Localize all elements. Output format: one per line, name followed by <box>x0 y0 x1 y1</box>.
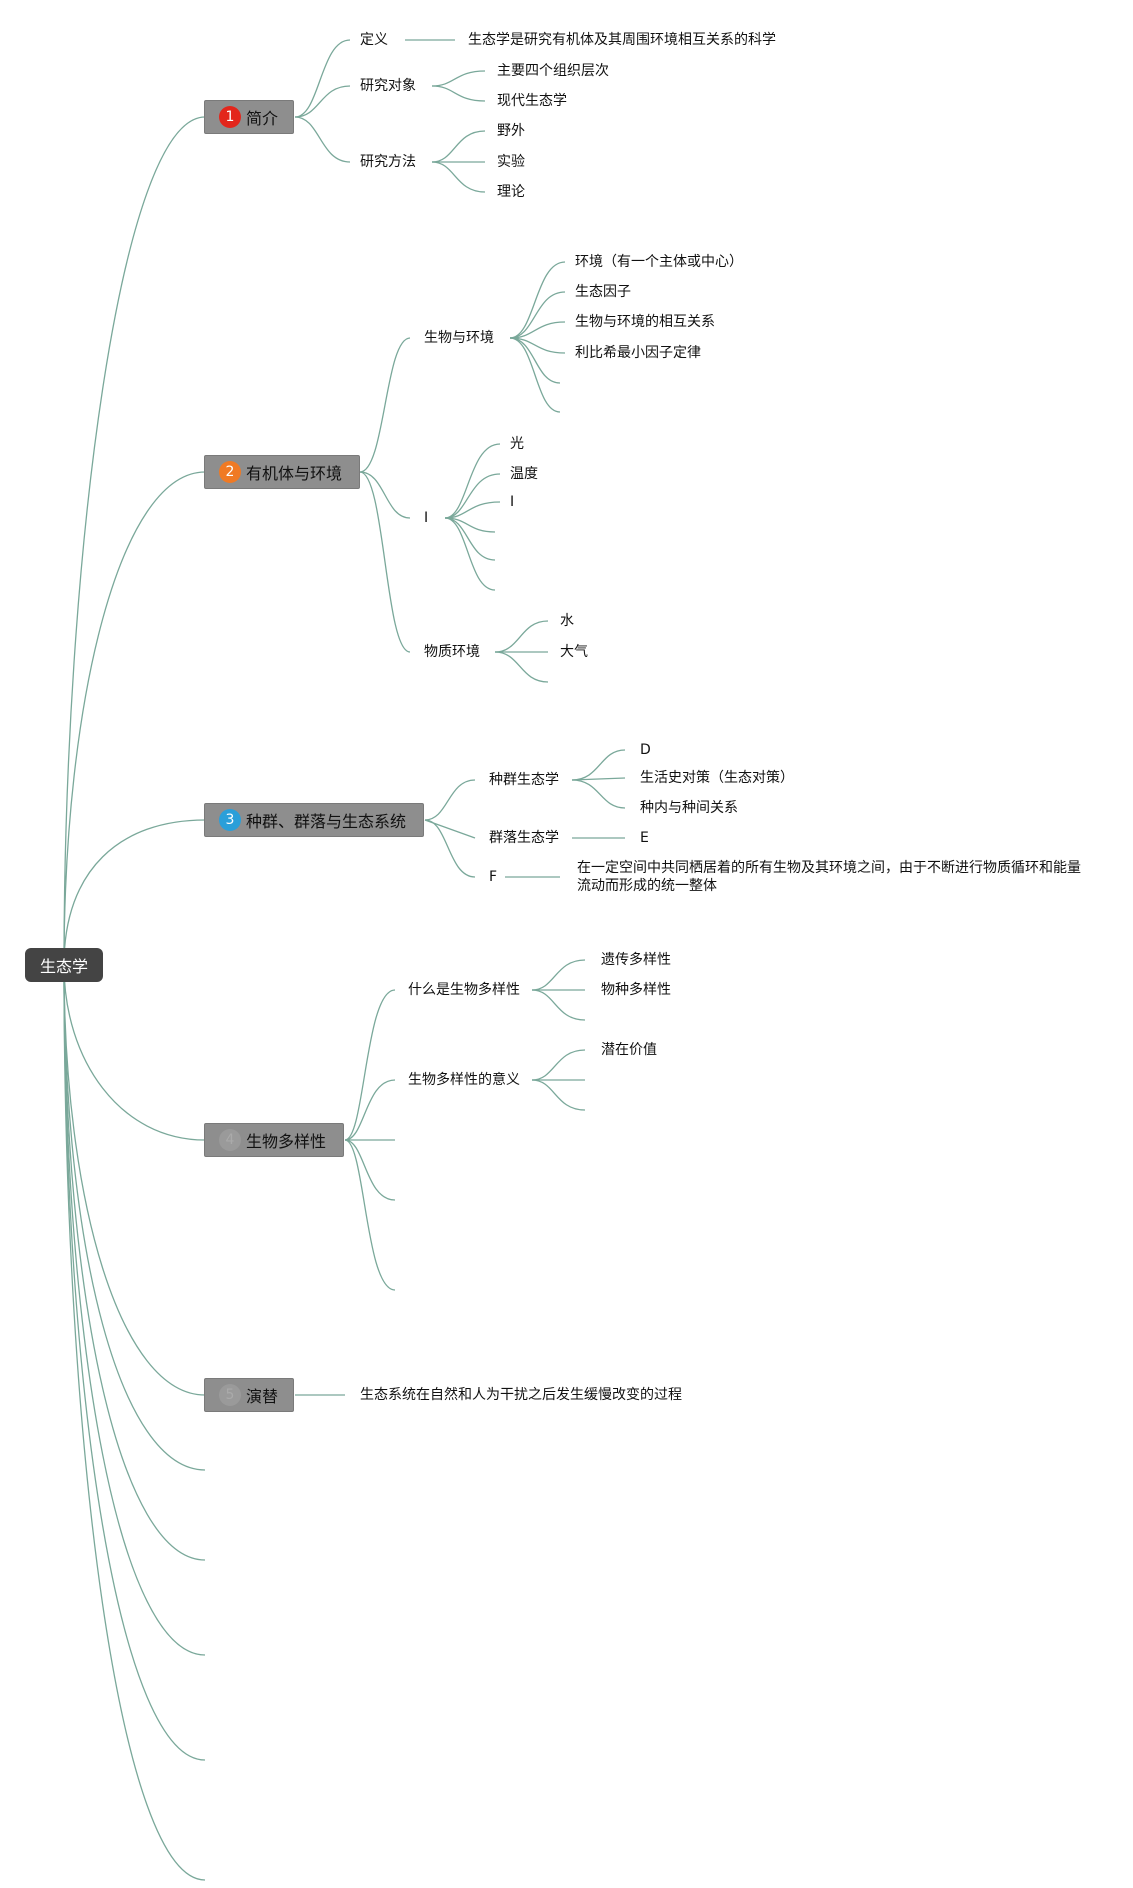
topic-succession[interactable]: 5 演替 <box>204 1378 294 1412</box>
connector <box>509 321 566 339</box>
connector <box>531 989 586 1021</box>
connector <box>531 1079 586 1111</box>
node-definition[interactable]: 定义 <box>360 32 388 48</box>
connector <box>571 779 626 809</box>
connector <box>431 70 486 87</box>
connector <box>63 964 206 1561</box>
node-object-item[interactable]: 现代生态学 <box>497 93 567 109</box>
topic-label: 演替 <box>246 1387 279 1406</box>
connector <box>444 517 496 591</box>
connector <box>494 651 549 683</box>
node-definition-text[interactable]: 生态学是研究有机体及其周围环境相互关系的科学 <box>468 32 776 48</box>
connector <box>294 116 351 163</box>
connector <box>571 749 626 781</box>
topic-organism-environment[interactable]: 2 有机体与环境 <box>204 455 360 489</box>
connector <box>359 337 411 473</box>
connector <box>444 473 501 519</box>
topic-biodiversity[interactable]: 4 生物多样性 <box>204 1123 344 1157</box>
topic-label: 简介 <box>246 109 279 128</box>
node-roman-item[interactable]: I <box>510 494 515 510</box>
node-what-biodiversity[interactable]: 什么是生物多样性 <box>408 982 520 998</box>
topic-population-community[interactable]: 3 种群、群落与生态系统 <box>204 803 424 837</box>
node-research-object[interactable]: 研究对象 <box>360 78 416 94</box>
connector <box>359 471 411 653</box>
connector <box>571 777 626 781</box>
connector <box>63 964 206 1141</box>
node-method-item[interactable]: 野外 <box>497 123 525 139</box>
node-roman-item[interactable]: 温度 <box>510 466 538 482</box>
node-material-item[interactable]: 水 <box>560 613 574 629</box>
root-label: 生态学 <box>39 957 88 976</box>
node-method-item[interactable]: 实验 <box>497 154 525 170</box>
node-pop-item[interactable]: 生活史对策（生态对策） <box>640 770 794 786</box>
connector <box>444 443 501 519</box>
connector <box>431 85 486 102</box>
topic-label: 有机体与环境 <box>246 464 343 483</box>
connector <box>359 471 411 519</box>
connector <box>63 471 206 966</box>
connector <box>509 337 561 384</box>
node-roman-item[interactable]: 光 <box>510 436 524 452</box>
connector <box>294 39 351 118</box>
connector <box>531 1049 586 1081</box>
connector <box>424 779 476 821</box>
topic-label: 生物多样性 <box>246 1132 327 1151</box>
node-what-item[interactable]: 遗传多样性 <box>601 952 671 968</box>
connector <box>531 959 586 991</box>
connector <box>509 261 566 339</box>
node-f[interactable]: F <box>489 869 498 885</box>
number-badge-icon: 4 <box>219 1129 241 1151</box>
node-succession-text[interactable]: 生态系统在自然和人为干扰之后发生缓慢改变的过程 <box>360 1387 682 1403</box>
connector <box>431 161 486 193</box>
connector <box>344 1139 396 1291</box>
connector <box>63 964 206 1761</box>
connector <box>444 501 501 519</box>
connector <box>294 85 351 118</box>
node-bio-env-item[interactable]: 利比希最小因子定律 <box>575 345 701 361</box>
node-research-method[interactable]: 研究方法 <box>360 154 416 170</box>
topic-label: 种群、群落与生态系统 <box>246 812 407 831</box>
node-what-item[interactable]: 物种多样性 <box>601 982 671 998</box>
node-meaning-item[interactable]: 潜在价值 <box>601 1042 657 1058</box>
connector <box>444 517 496 561</box>
node-population-ecology[interactable]: 种群生态学 <box>489 772 559 788</box>
connector <box>63 964 206 1471</box>
number-badge-icon: 3 <box>219 809 241 831</box>
connector <box>431 130 486 163</box>
connector <box>344 1079 396 1141</box>
root-node[interactable]: 生态学 <box>25 948 103 982</box>
node-material-environment[interactable]: 物质环境 <box>424 644 480 660</box>
connector <box>63 819 206 966</box>
node-bio-env-item[interactable]: 生态因子 <box>575 284 631 300</box>
connector <box>344 1139 396 1201</box>
connector <box>509 291 566 339</box>
connector <box>63 964 206 1881</box>
node-pop-item[interactable]: 种内与种间关系 <box>640 800 738 816</box>
connector <box>63 964 206 1656</box>
connector <box>63 116 206 966</box>
node-roman-i[interactable]: I <box>424 510 429 526</box>
connector <box>494 620 549 653</box>
node-object-item[interactable]: 主要四个组织层次 <box>497 63 609 79</box>
node-community-ecology[interactable]: 群落生态学 <box>489 830 559 846</box>
number-badge-icon: 5 <box>219 1384 241 1406</box>
connector <box>424 819 476 878</box>
connector <box>344 989 396 1141</box>
number-badge-icon: 1 <box>219 106 241 128</box>
node-material-item[interactable]: 大气 <box>560 644 588 660</box>
node-meaning-biodiversity[interactable]: 生物多样性的意义 <box>408 1072 520 1088</box>
connector <box>63 964 206 1396</box>
node-pop-item[interactable]: D <box>640 742 651 758</box>
topic-intro[interactable]: 1 简介 <box>204 100 294 134</box>
node-comm-item[interactable]: E <box>640 830 649 846</box>
node-bio-env-item[interactable]: 环境（有一个主体或中心） <box>575 254 743 270</box>
node-bio-env-item[interactable]: 生物与环境的相互关系 <box>575 314 715 330</box>
connector <box>509 337 561 413</box>
node-method-item[interactable]: 理论 <box>497 184 525 200</box>
number-badge-icon: 2 <box>219 461 241 483</box>
node-f-text[interactable]: 在一定空间中共同栖居着的所有生物及其环境之间，由于不断进行物质循环和能量流动而形… <box>577 860 1081 894</box>
node-bio-environment[interactable]: 生物与环境 <box>424 330 494 346</box>
